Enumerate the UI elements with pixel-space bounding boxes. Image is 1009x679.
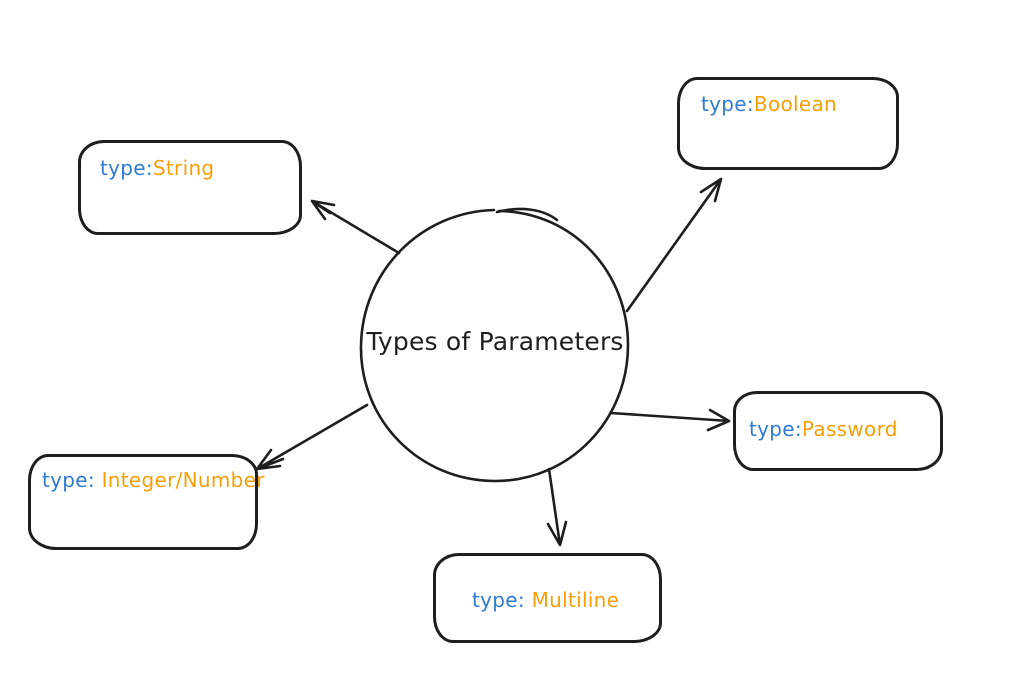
node-string-prefix: type: — [100, 156, 153, 180]
node-type-string: type:String — [78, 140, 302, 235]
node-type-integer-number: type: Integer/Number — [28, 454, 265, 550]
node-type-boolean: type:Boolean — [677, 77, 899, 170]
node-integer-prefix: type: — [42, 468, 95, 492]
node-password-prefix: type: — [749, 417, 802, 441]
node-type-password: type:Password — [733, 391, 943, 471]
node-boolean-value: Boolean — [753, 92, 838, 116]
node-string-value: String — [152, 156, 215, 180]
arrow-to-password — [609, 408, 731, 432]
node-integer-value: Integer/Number — [94, 468, 265, 492]
arrow-to-integer — [255, 403, 369, 471]
node-multiline-value: Multiline — [524, 588, 620, 612]
arrow-to-boolean — [625, 177, 723, 313]
arrow-to-multiline — [546, 467, 568, 547]
node-type-multiline: type: Multiline — [433, 553, 662, 643]
node-password-value: Password — [801, 417, 898, 441]
arrow-to-string — [310, 199, 401, 255]
node-multiline-prefix: type: — [472, 588, 525, 612]
node-boolean-prefix: type: — [701, 92, 754, 116]
center-node-label: Types of Parameters — [366, 327, 624, 356]
center-circle-overlap-stroke — [495, 207, 559, 222]
